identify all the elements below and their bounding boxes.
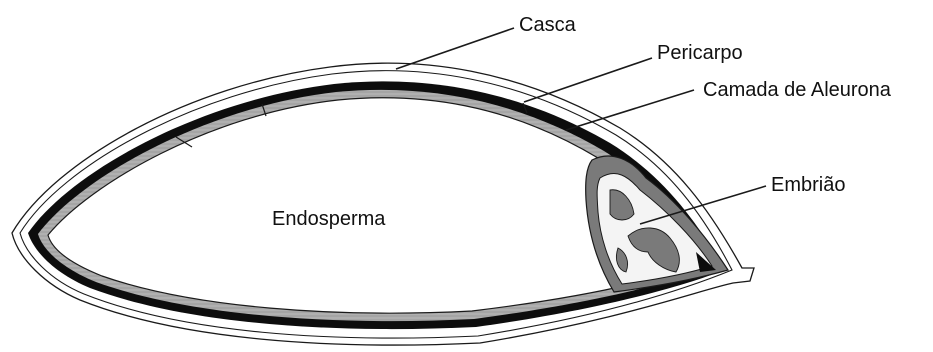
label-pericarpo: Pericarpo [657,43,743,63]
leader-casca [396,28,514,69]
label-camada-aleurona: Camada de Aleurona [703,80,891,100]
label-casca: Casca [519,15,576,35]
leader-pericarpo [524,58,652,102]
label-embriao: Embrião [771,175,845,195]
label-endosperma: Endosperma [272,209,385,229]
